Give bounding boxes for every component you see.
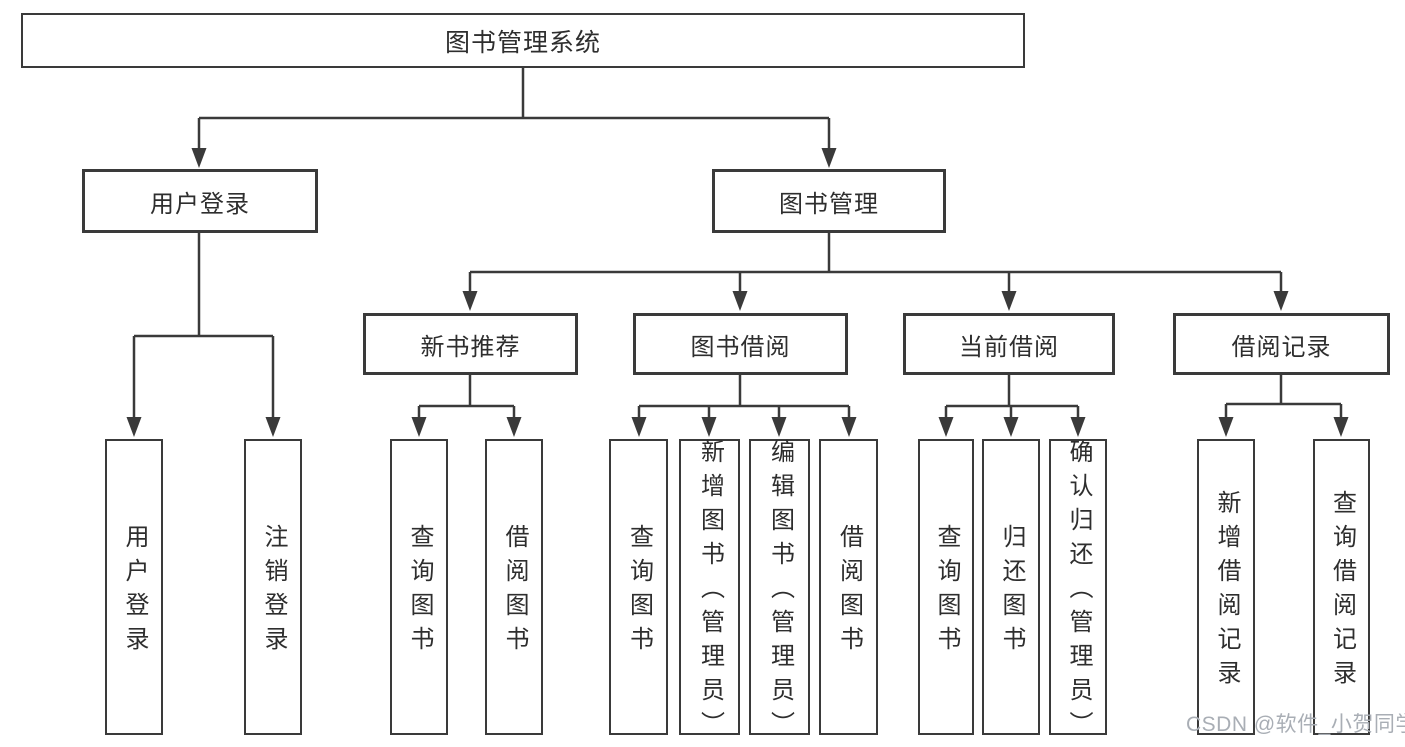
node-library-management-system: 图书管理系统 xyxy=(21,13,1025,68)
node-label: 注销登录 xyxy=(260,524,287,660)
node-label: 归还图书 xyxy=(998,524,1025,660)
node-label: 查询图书 xyxy=(406,524,433,660)
node-book-borrowing: 图书借阅 xyxy=(633,313,848,375)
leaf-current-return-books: 归还图书 xyxy=(982,439,1040,735)
node-label: 编辑图书（管理员） xyxy=(766,439,794,745)
node-label: 用户登录 xyxy=(150,190,250,218)
node-new-book-recommendation: 新书推荐 xyxy=(363,313,578,375)
node-label: 图书管理系统 xyxy=(444,28,601,57)
node-label: 查询图书 xyxy=(625,524,653,660)
leaf-records-query-record: 查询借阅记录 xyxy=(1313,439,1370,735)
node-label: 借阅图书 xyxy=(501,524,528,660)
connector-lines xyxy=(132,68,1343,421)
leaf-borrow-edit-books-admin: 编辑图书（管理员） xyxy=(749,439,810,745)
node-label: 用户登录 xyxy=(121,524,148,660)
leaf-recommend-borrow-books: 借阅图书 xyxy=(485,439,543,735)
arrowhead-down-icon xyxy=(126,148,1349,437)
node-label: 借阅图书 xyxy=(835,524,863,660)
leaf-borrow-add-books-admin: 新增图书（管理员） xyxy=(679,439,740,745)
node-label: 图书管理 xyxy=(779,190,879,218)
node-label: 新增借阅记录 xyxy=(1213,490,1240,694)
leaf-user-login: 用户登录 xyxy=(105,439,163,735)
node-label: 新书推荐 xyxy=(420,333,521,361)
node-label: 当前借阅 xyxy=(959,333,1059,361)
leaf-borrow-query-books: 查询图书 xyxy=(609,439,668,735)
node-user-login: 用户登录 xyxy=(82,169,318,233)
leaf-recommend-query-books: 查询图书 xyxy=(390,439,448,735)
node-label: 确认归还（管理员） xyxy=(1065,439,1092,745)
node-current-borrowing: 当前借阅 xyxy=(903,313,1115,375)
leaf-current-query-books: 查询图书 xyxy=(918,439,974,735)
leaf-logout: 注销登录 xyxy=(244,439,302,735)
node-label: 查询借阅记录 xyxy=(1328,490,1356,694)
node-label: 图书借阅 xyxy=(690,333,791,361)
csdn-watermark: CSDN @软件_小贺同学 xyxy=(1186,713,1405,736)
node-label: 新增图书（管理员） xyxy=(696,439,724,745)
leaf-records-add-record: 新增借阅记录 xyxy=(1197,439,1255,735)
node-label: 查询图书 xyxy=(933,524,960,660)
leaf-borrow-borrow-books: 借阅图书 xyxy=(819,439,878,735)
node-book-management: 图书管理 xyxy=(712,169,946,233)
node-borrowing-records: 借阅记录 xyxy=(1173,313,1390,375)
leaf-current-confirm-return-admin: 确认归还（管理员） xyxy=(1049,439,1107,745)
node-label: 借阅记录 xyxy=(1231,333,1332,361)
